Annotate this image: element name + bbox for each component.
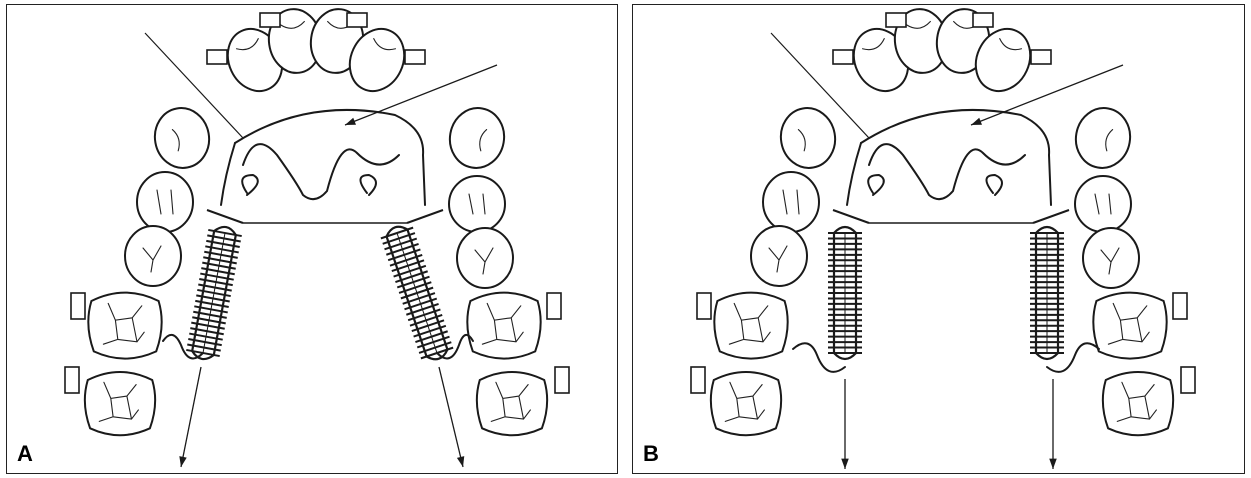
premolar-tooth-right <box>449 176 505 232</box>
premolar-tooth-left <box>137 172 193 232</box>
canine-tooth-right <box>445 104 509 172</box>
spring-loop <box>986 175 1002 195</box>
expansion-screw-right <box>1030 227 1064 359</box>
molar-tooth-left <box>714 293 787 359</box>
diagram-panel-b: B <box>632 4 1245 474</box>
expansion-screw-right <box>381 227 453 359</box>
bracket <box>973 13 993 27</box>
molar-tube <box>547 293 561 319</box>
molar-tube <box>555 367 569 393</box>
molar-tooth-left <box>711 372 781 435</box>
labial-bow <box>221 143 235 205</box>
molar-tooth-right <box>477 372 547 435</box>
bracket <box>207 50 227 64</box>
premolar-tooth-left <box>751 226 807 286</box>
bracket <box>886 13 906 27</box>
panel-label-a: A <box>17 441 33 467</box>
molar-tooth-right <box>1093 293 1166 359</box>
movement-arrow-right <box>1049 379 1057 469</box>
canine-tooth-right <box>1071 104 1135 172</box>
bracket <box>347 13 367 27</box>
labial-bow <box>847 143 861 205</box>
molar-tube <box>1173 293 1187 319</box>
appliance-drawing-b <box>633 5 1246 475</box>
molar-tooth-left <box>88 293 161 359</box>
premolar-tooth-right <box>1083 228 1139 288</box>
clasp-wire <box>833 210 869 223</box>
expansion-screw-left <box>186 227 241 359</box>
diagram-panel-a: A <box>6 4 618 474</box>
molar-tube <box>1181 367 1195 393</box>
premolar-tooth-right <box>457 228 513 288</box>
molar-tooth-left <box>85 372 155 435</box>
palatal-contour <box>869 144 1025 199</box>
palatal-contour <box>243 144 399 199</box>
premolar-tooth-left <box>763 172 819 232</box>
spring-loop <box>868 175 884 195</box>
clasp-wire <box>207 210 243 223</box>
bracket <box>833 50 853 64</box>
molar-tube <box>65 367 79 393</box>
movement-arrow-left <box>841 379 849 469</box>
bracket <box>405 50 425 64</box>
bracket <box>260 13 280 27</box>
premolar-tooth-left <box>125 226 181 286</box>
premolar-tooth-right <box>1075 176 1131 232</box>
molar-tooth-right <box>467 293 540 359</box>
panel-label-b: B <box>643 441 659 467</box>
molar-tube <box>691 367 705 393</box>
clasp-wire <box>407 210 443 223</box>
molar-tooth-right <box>1103 372 1173 435</box>
movement-arrow-left <box>179 367 201 467</box>
clasp-wire <box>1033 210 1069 223</box>
spring-loop <box>242 175 258 195</box>
bracket <box>1031 50 1051 64</box>
movement-arrow-right <box>439 367 464 467</box>
spring-loop <box>360 175 376 195</box>
canine-tooth-left <box>776 104 840 172</box>
appliance-drawing-a <box>7 5 619 475</box>
expansion-screw-left <box>828 227 862 359</box>
canine-tooth-left <box>150 104 214 172</box>
molar-tube <box>697 293 711 319</box>
molar-tube <box>71 293 85 319</box>
